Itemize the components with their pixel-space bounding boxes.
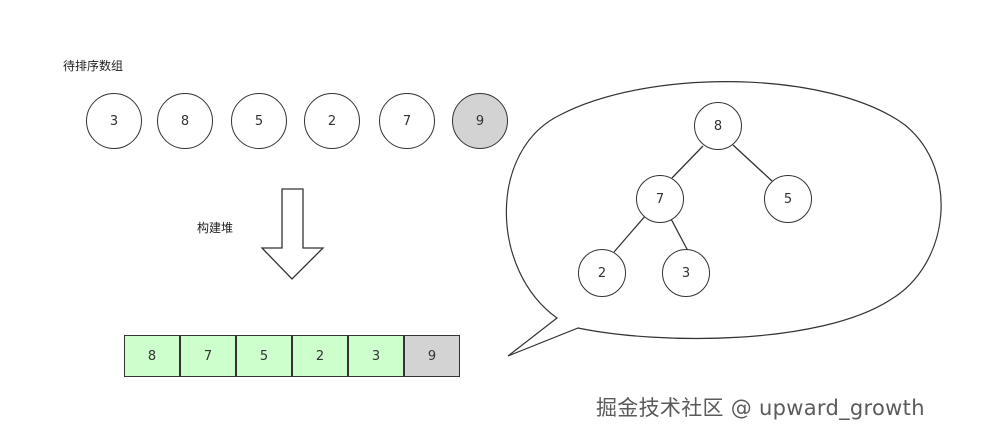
unsorted-element: 7 [379,93,435,149]
tree-node-left: 7 [636,175,684,223]
unsorted-element: 3 [86,93,142,149]
tree-node-left-right: 3 [662,249,710,297]
tree-node-right: 5 [764,175,812,223]
heap-array-cell: 3 [348,335,404,377]
heap-array-cell-highlighted: 9 [404,335,460,377]
unsorted-element-highlighted: 9 [452,93,508,149]
tree-edge-left-leftright [669,216,689,252]
tree-edge-left-leftleft [613,214,647,253]
tree-node-root: 8 [694,102,742,150]
unsorted-array-label: 待排序数组 [63,59,124,73]
heap-array-cell: 5 [236,335,292,377]
tree-edge-root-right [732,144,773,182]
heap-array-cell: 2 [292,335,348,377]
unsorted-element: 8 [157,93,213,149]
unsorted-element: 5 [231,93,287,149]
tree-edge-root-left [671,145,704,179]
heap-array-cell: 7 [180,335,236,377]
heap-array-cell: 8 [124,335,180,377]
unsorted-element: 2 [304,93,360,149]
watermark: 掘金技术社区 @ upward_growth [596,396,925,420]
tree-node-left-left: 2 [578,249,626,297]
down-arrow [260,188,325,280]
build-heap-label: 构建堆 [197,221,234,235]
